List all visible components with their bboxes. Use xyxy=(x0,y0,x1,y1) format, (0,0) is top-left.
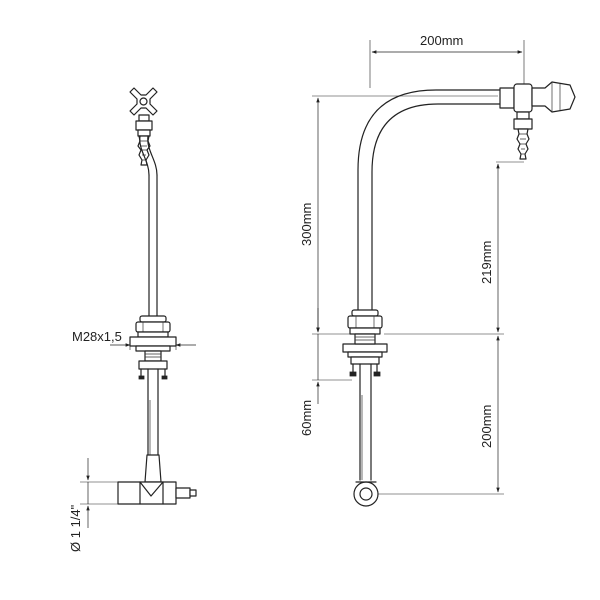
below-top-label: 60mm xyxy=(299,400,314,436)
below-total-dimension: 200mm xyxy=(378,335,504,495)
below-top-dimension: 60mm xyxy=(299,308,352,436)
outlet-height-dimension: 219mm xyxy=(384,161,524,335)
front-view: 200mm 300mm 60mm 219mm xyxy=(299,33,576,507)
thread-dimension: M28x1,5 xyxy=(72,329,196,350)
height-label: 300mm xyxy=(299,203,314,246)
thread-size-label: M28x1,5 xyxy=(72,329,122,344)
height-dimension: 300mm xyxy=(299,95,498,335)
cross-handle-icon xyxy=(129,87,158,116)
side-view: M28x1,5 Ø 1 1/4" xyxy=(68,87,197,552)
reach-dimension: 200mm xyxy=(369,33,525,88)
below-total-label: 200mm xyxy=(479,405,494,448)
outlet-height-label: 219mm xyxy=(479,241,494,284)
reach-label: 200mm xyxy=(420,33,463,48)
pipe-diameter-dimension: Ø 1 1/4" xyxy=(68,458,118,552)
pipe-diameter-label: Ø 1 1/4" xyxy=(68,504,83,552)
